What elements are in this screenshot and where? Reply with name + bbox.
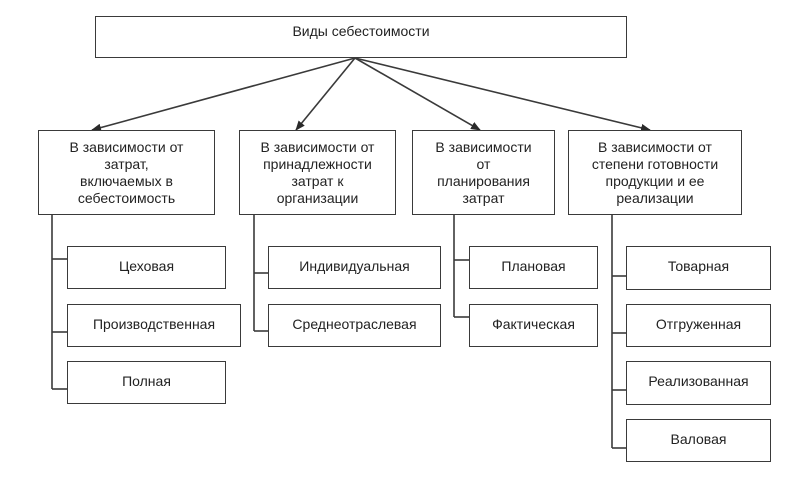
category-box-readiness: В зависимости от степени готовности прод… — [568, 130, 742, 215]
root-box: Виды себестоимости — [95, 16, 627, 58]
leaf-box-industry-average: Среднеотраслевая — [268, 304, 441, 347]
leaf-box-full: Полная — [67, 361, 226, 404]
leaf-box-individual: Индивидуальная — [268, 246, 441, 289]
category-label: В зависимости от планирования затрат — [435, 139, 532, 206]
arrow-to-category-3 — [354, 57, 481, 131]
category-label: В зависимости от затрат, включаемых в се… — [69, 139, 184, 206]
leaf-box-gross: Валовая — [626, 419, 771, 462]
leaf-box-actual: Фактическая — [469, 304, 598, 347]
root-label: Виды себестоимости — [292, 23, 430, 39]
category-box-costs-included: В зависимости от затрат, включаемых в се… — [38, 130, 215, 215]
leaf-box-shipped: Отгруженная — [626, 304, 771, 347]
category-label: В зависимости от принадлежности затрат к… — [260, 139, 375, 206]
leaf-box-sold: Реализованная — [626, 361, 771, 405]
category-box-organization: В зависимости от принадлежности затрат к… — [239, 130, 396, 215]
leaf-box-commodity: Товарная — [626, 246, 771, 290]
leaf-box-workshop: Цеховая — [67, 246, 226, 289]
leaf-box-planned: Плановая — [469, 246, 598, 289]
arrow-to-category-4 — [354, 57, 651, 132]
arrow-to-category-2 — [295, 57, 356, 131]
category-label: В зависимости от степени готовности прод… — [591, 139, 719, 206]
arrow-to-category-1 — [91, 57, 356, 132]
category-box-planning: В зависимости от планирования затрат — [412, 130, 555, 215]
leaf-box-production: Производственная — [67, 304, 241, 347]
